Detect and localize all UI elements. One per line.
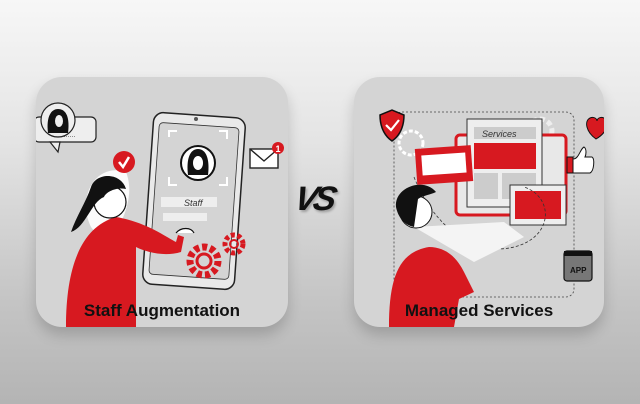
heart-icon [586, 116, 604, 140]
managed-services-illustration: Services APP [379, 109, 604, 327]
gears-icon [186, 232, 246, 279]
app-label: APP [570, 266, 587, 275]
thumbs-up-icon [566, 156, 574, 174]
svg-text:...........: ........... [54, 132, 75, 139]
staff-augmentation-card: Staff ........... 1 [36, 77, 288, 327]
card-title: Staff Augmentation [83, 301, 241, 320]
shield-check-icon [379, 109, 405, 142]
card-title: Managed Services [404, 301, 554, 320]
vs-separator: VS [291, 180, 337, 218]
notification-count: 1 [276, 144, 281, 154]
services-header: Services [482, 129, 517, 139]
staff-field-label: Staff [184, 198, 204, 208]
managed-services-card: Services APP Ma [354, 77, 604, 327]
staff-augmentation-illustration: Staff ........... 1 [36, 102, 284, 327]
app-window-icon: APP [563, 250, 593, 282]
chat-bubble-icon: ........... [36, 102, 97, 154]
check-badge-icon [113, 151, 135, 173]
mail-notification-icon: 1 [249, 142, 284, 169]
tablet-icon: Staff [142, 111, 246, 291]
